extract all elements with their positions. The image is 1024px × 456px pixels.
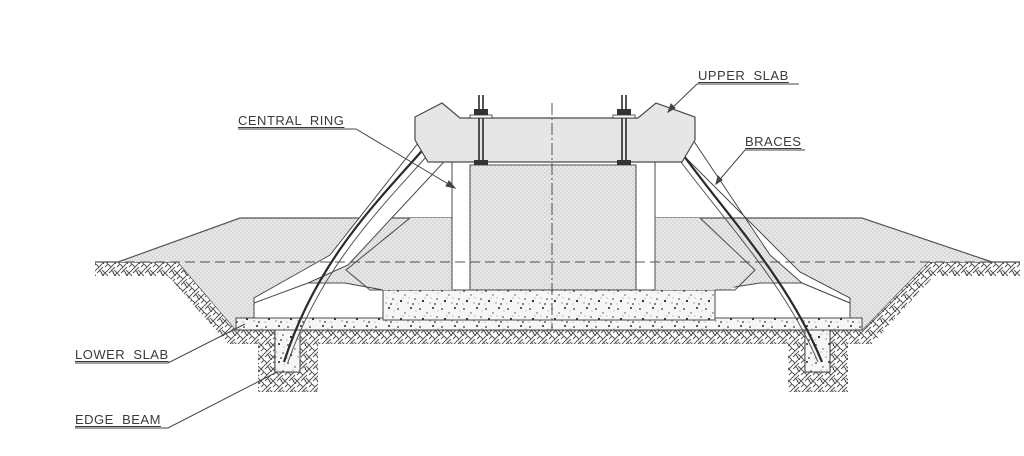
label-central-ring: CENTRAL RING <box>238 113 345 128</box>
concrete-base <box>382 289 716 321</box>
fill-wedge-left <box>345 217 452 291</box>
leader-lines <box>75 83 805 429</box>
label-edge-beam: EDGE BEAM <box>75 412 161 427</box>
label-lower-slab: LOWER SLAB <box>75 347 169 362</box>
fill-wedge-right <box>655 217 756 291</box>
central-ring <box>451 159 656 291</box>
label-braces: BRACES <box>745 134 802 149</box>
anchor-bolt-left <box>469 95 493 165</box>
anchor-bolt-right <box>612 95 636 165</box>
label-upper-slab: UPPER SLAB <box>698 68 789 83</box>
upper-slab <box>414 102 696 163</box>
